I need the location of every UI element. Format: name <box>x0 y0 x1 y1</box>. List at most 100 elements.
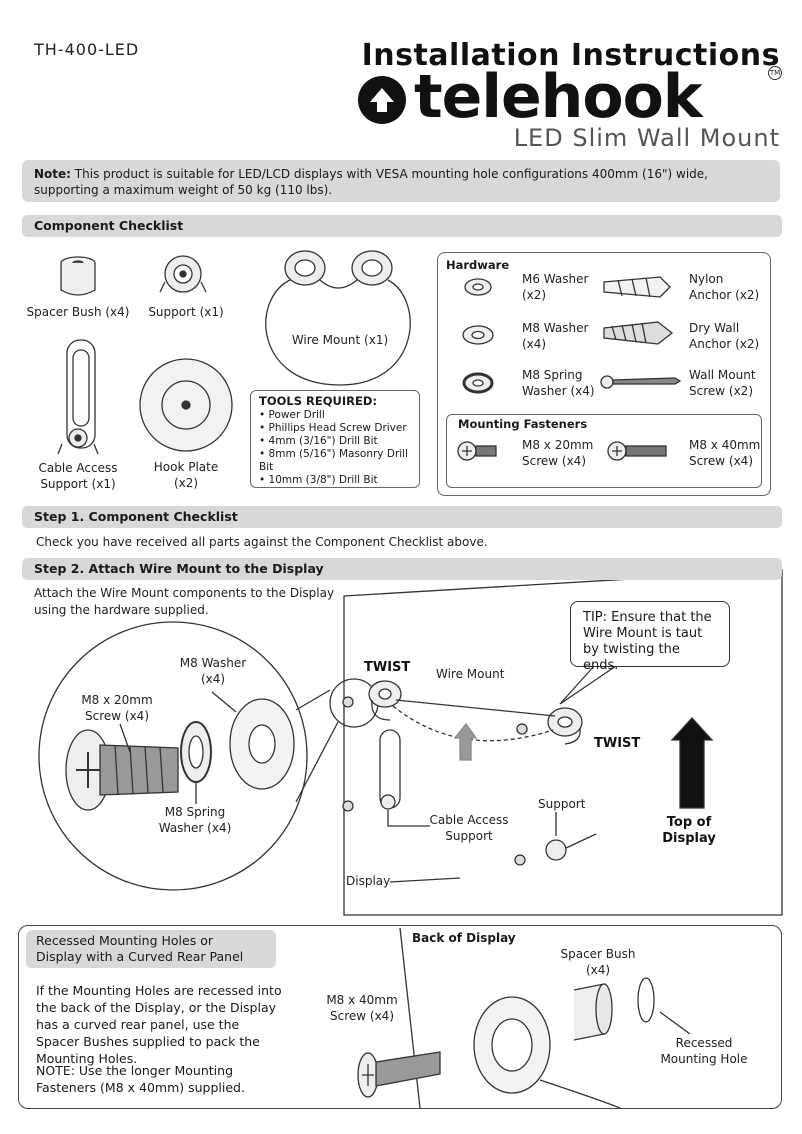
step2-header: Step 2. Attach Wire Mount to the Display <box>22 558 782 580</box>
m8-washer-icon <box>462 325 494 345</box>
m8x40-screw-icon <box>607 441 667 461</box>
product-subtitle: LED Slim Wall Mount <box>513 124 780 152</box>
wire-mount-callout: Wire Mount <box>436 667 505 681</box>
hook-plate-label-2: (x2) <box>173 476 199 490</box>
m8x40-screw-detail-icon <box>357 1051 441 1098</box>
wire-mount-label: Wire Mount (x1) <box>291 333 389 347</box>
note-label: Note: <box>34 167 71 181</box>
step1-text: Check you have received all parts agains… <box>36 535 488 549</box>
hook-plate-icon <box>139 358 233 452</box>
top-of-display-arrow-icon <box>670 717 714 809</box>
cable-access-callout-1: Cable Access <box>429 813 509 827</box>
wire-mount-installed-icon <box>342 680 583 745</box>
tools-required-box: TOOLS REQUIRED: Power Drill Phillips Hea… <box>250 390 420 488</box>
recessed-title: Recessed Mounting Holes or Display with … <box>26 930 276 968</box>
wall-screw-label-1: Wall Mount <box>689 368 756 382</box>
tools-title: TOOLS REQUIRED: <box>259 394 377 408</box>
step1-header: Step 1. Component Checklist <box>22 506 782 528</box>
m8x20-label-2: Screw (x4) <box>522 454 586 468</box>
support-callout: Support <box>538 797 586 811</box>
cable-access-label-2: Support (x1) <box>40 477 116 491</box>
telehook-logo-icon <box>358 76 406 124</box>
cable-access-callout-2: Support <box>445 829 493 843</box>
m8-spring-callout-1: M8 Spring <box>164 805 226 819</box>
spacer-bush-callout-1: Spacer Bush <box>560 947 636 961</box>
wall-screw-label-2: Screw (x2) <box>689 384 753 398</box>
recessed-hole-callout-1: Recessed <box>675 1036 733 1050</box>
hardware-box <box>437 252 771 496</box>
recessed-title-bold: Recessed Mounting Holes <box>36 933 197 948</box>
brand-name: telehook <box>414 62 703 132</box>
twist-label-left: TWIST <box>364 660 411 675</box>
m8-washer-detail-icon <box>229 698 295 790</box>
recessed-section-box <box>18 925 782 1109</box>
support-icon <box>159 255 207 293</box>
step2-text-1: Attach the Wire Mount components to the … <box>34 586 335 600</box>
drywall-anchor-label-2: Anchor (x2) <box>689 337 760 351</box>
m8x40-callout-2: Screw (x4) <box>330 1009 394 1023</box>
m8x20-label-1: M8 x 20mm <box>522 438 594 452</box>
m8x40-label-2: Screw (x4) <box>689 454 753 468</box>
top-of-display-label-2: Display <box>662 831 716 846</box>
m8-spring-label-1: M8 Spring <box>522 368 583 382</box>
m8-washer-callout-2: (x4) <box>200 672 226 686</box>
up-arrow-icon <box>453 722 478 761</box>
m8-spring-label-2: Washer (x4) <box>522 384 595 398</box>
step2-text-2: using the hardware supplied. <box>34 603 209 617</box>
m8x20-callout-2: Screw (x4) <box>85 709 149 723</box>
wire-mount-icon <box>265 250 411 386</box>
wall-mount-screw-icon <box>600 375 682 389</box>
twist-label-right: TWIST <box>594 736 641 751</box>
trademark-icon: TM <box>768 66 782 80</box>
m8-washer-label-2: (x4) <box>522 337 547 351</box>
tool-item: Power Drill <box>259 409 411 422</box>
m8-spring-washer-detail-icon <box>180 721 212 783</box>
hardware-title: Hardware <box>446 258 510 272</box>
recessed-hole-icon <box>637 977 655 1023</box>
tool-item: 4mm (3/16") Drill Bit <box>259 435 411 448</box>
m8-spring-washer-icon <box>462 372 494 394</box>
m8x20-screw-icon <box>457 441 497 461</box>
recessed-note: NOTE: Use the longer Mounting Fasteners … <box>36 1063 245 1095</box>
display-callout: Display <box>346 874 391 888</box>
recessed-title-2: Display with a Curved Rear Panel <box>36 949 244 964</box>
support-label: Support (x1) <box>148 305 224 319</box>
drywall-anchor-label-1: Dry Wall <box>689 321 740 335</box>
fasteners-title: Mounting Fasteners <box>458 417 588 431</box>
m6-washer-icon <box>464 278 492 296</box>
spacer-bush-icon <box>60 256 96 296</box>
m8x40-callout-1: M8 x 40mm <box>326 993 398 1007</box>
m6-washer-label-2: (x2) <box>522 288 547 302</box>
spacer-bush-detail-icon <box>473 983 613 1094</box>
tool-item: 8mm (5/16") Masonry Drill Bit <box>259 448 411 474</box>
m8-washer-callout-1: M8 Washer <box>179 656 247 670</box>
m6-washer-label-1: M6 Washer <box>522 272 589 286</box>
spacer-bush-label: Spacer Bush (x4) <box>26 305 130 319</box>
tool-item: Phillips Head Screw Driver <box>259 422 411 435</box>
hook-plate-label-1: Hook Plate <box>153 460 219 474</box>
note-text: This product is suitable for LED/LCD dis… <box>34 167 708 197</box>
cable-access-label-1: Cable Access <box>38 461 118 475</box>
back-of-display-label: Back of Display <box>412 931 516 945</box>
note-box: Note: This product is suitable for LED/L… <box>22 160 780 202</box>
drywall-anchor-icon <box>603 321 674 345</box>
m8x40-label-1: M8 x 40mm <box>689 438 761 452</box>
tool-item: 10mm (3/8") Drill Bit <box>259 474 411 487</box>
m8x20-screw-detail-icon <box>65 729 179 811</box>
cable-access-support-icon <box>57 339 99 455</box>
nylon-anchor-label-1: Nylon <box>689 272 724 286</box>
recessed-title-or: or <box>196 933 213 948</box>
recessed-text: If the Mounting Holes are recessed into … <box>36 983 282 1066</box>
recessed-hole-callout-2: Mounting Hole <box>660 1052 748 1066</box>
spacer-bush-callout-2: (x4) <box>585 963 611 977</box>
top-of-display-label-1: Top of <box>666 815 712 830</box>
model-number: TH-400-LED <box>34 40 140 59</box>
mounting-fasteners-box <box>446 414 762 488</box>
m8-washer-label-1: M8 Washer <box>522 321 589 335</box>
m8-spring-callout-2: Washer (x4) <box>158 821 232 835</box>
cable-access-installed-icon <box>342 729 430 827</box>
tip-callout: TIP: Ensure that the Wire Mount is taut … <box>570 601 730 673</box>
m8x20-callout-1: M8 x 20mm <box>81 693 153 707</box>
nylon-anchor-label-2: Anchor (x2) <box>689 288 760 302</box>
support-installed-icon <box>514 812 597 866</box>
